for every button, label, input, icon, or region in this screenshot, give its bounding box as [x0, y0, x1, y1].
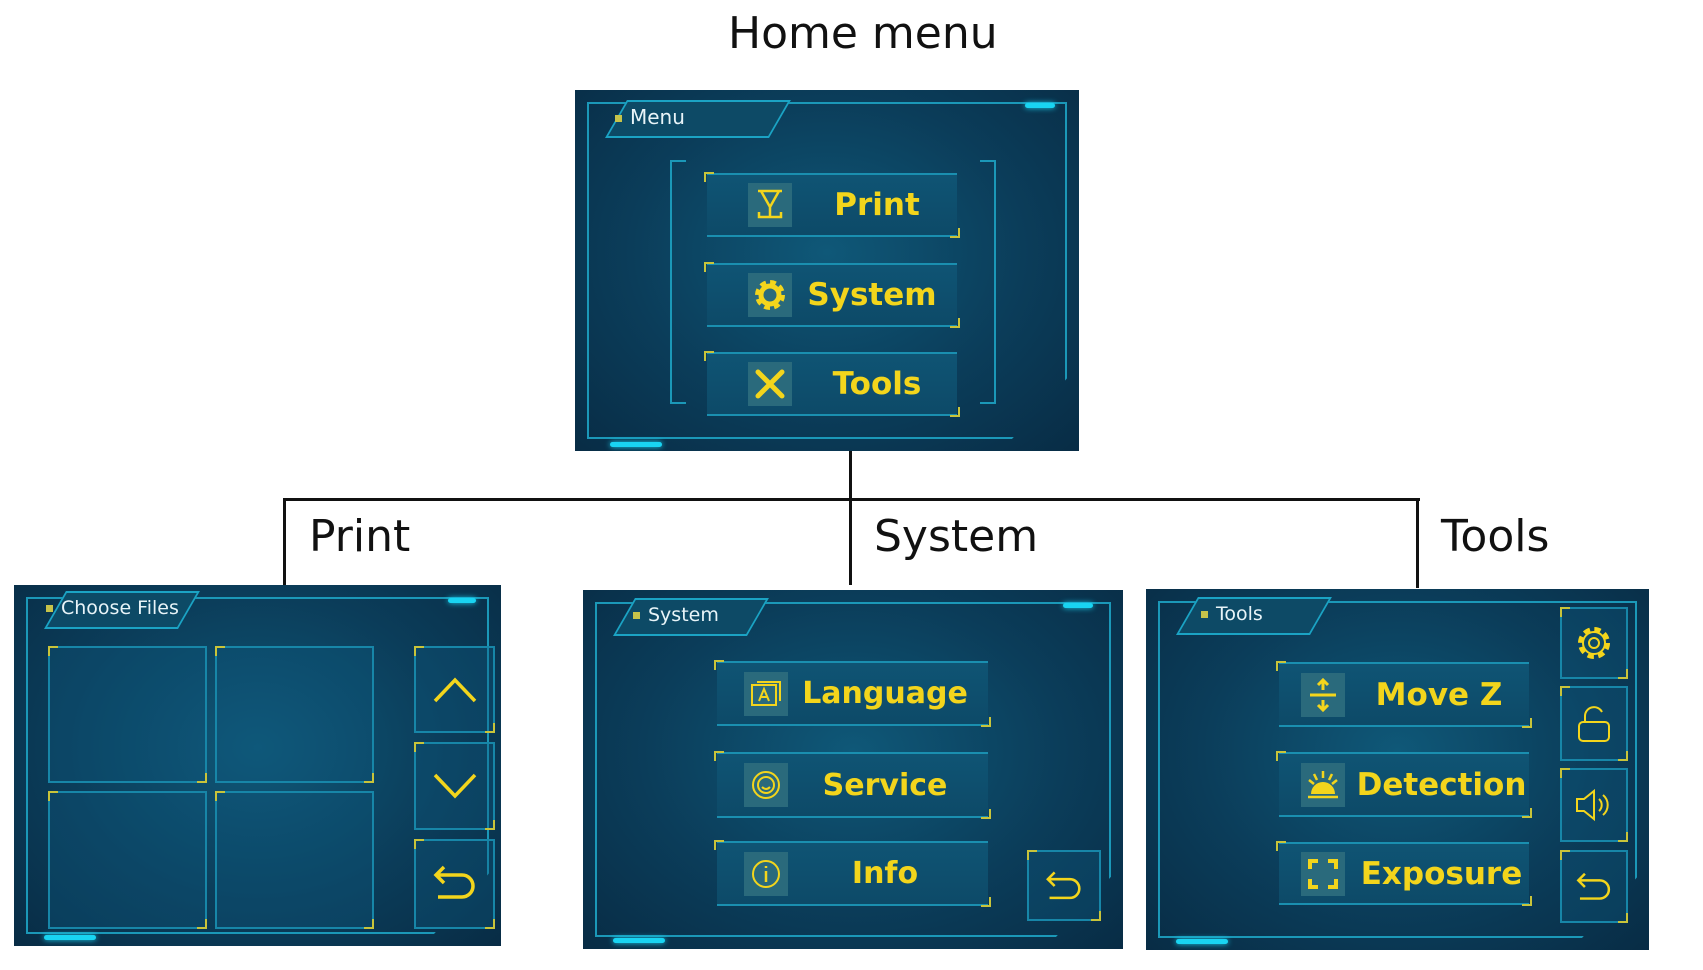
- connector-trunk: [849, 451, 852, 585]
- frame: [595, 602, 1111, 937]
- info-label: Info: [851, 856, 919, 891]
- connector-tools: [1416, 498, 1419, 588]
- back-button[interactable]: [1560, 850, 1628, 923]
- info-button[interactable]: Info: [714, 840, 991, 907]
- back-icon: [433, 865, 475, 899]
- frame: [26, 597, 489, 934]
- service-label: Service: [822, 767, 948, 803]
- screen-title: Choose Files: [46, 593, 179, 623]
- glow-bottom: [44, 935, 96, 940]
- file-slot[interactable]: [215, 791, 374, 929]
- settings-button[interactable]: [1560, 607, 1628, 679]
- home-menu-screen: Menu Print System Tools: [575, 90, 1079, 451]
- move-z-icon: [1301, 672, 1345, 717]
- frame: [1158, 601, 1637, 938]
- print-screen: Choose Files: [14, 585, 501, 946]
- detection-button[interactable]: Detection: [1276, 751, 1532, 818]
- file-slot[interactable]: [215, 646, 374, 783]
- screen-title: Menu: [615, 102, 685, 132]
- file-slot[interactable]: [48, 646, 207, 783]
- connector-bar: [283, 498, 1420, 501]
- branch-label-print: Print: [309, 511, 411, 562]
- exposure-label: Exposure: [1360, 855, 1523, 892]
- back-button[interactable]: [1027, 850, 1101, 921]
- left-bracket: [670, 160, 686, 404]
- detection-icon: [1301, 762, 1345, 807]
- exposure-button[interactable]: Exposure: [1276, 841, 1532, 906]
- unlock-icon: [1578, 705, 1610, 742]
- exposure-icon: [1301, 851, 1345, 896]
- branch-label-system: System: [874, 511, 1039, 562]
- file-slot[interactable]: [48, 791, 207, 929]
- language-icon: [744, 671, 788, 716]
- back-icon: [1576, 872, 1611, 900]
- tools-icon: [748, 362, 792, 406]
- sound-button[interactable]: [1560, 768, 1628, 842]
- move-z-button[interactable]: Move Z: [1276, 661, 1532, 728]
- print-label: Print: [834, 187, 920, 223]
- branch-label-tools: Tools: [1441, 511, 1550, 562]
- screen-title: Tools: [1201, 599, 1263, 629]
- system-screen: System Language Service Info: [583, 590, 1123, 949]
- print-button[interactable]: Print: [704, 172, 960, 238]
- glow-bottom: [1176, 939, 1228, 944]
- connector-print: [283, 498, 286, 586]
- screen-title: System: [633, 600, 719, 630]
- page-up-button[interactable]: [414, 646, 495, 733]
- frame: [587, 102, 1067, 439]
- tools-button[interactable]: Tools: [704, 351, 960, 417]
- unlock-button[interactable]: [1560, 686, 1628, 761]
- gear-icon: [1578, 627, 1610, 659]
- service-button[interactable]: Service: [714, 751, 991, 819]
- diagram-title: Home menu: [728, 8, 998, 59]
- glow-bottom: [610, 442, 662, 447]
- back-icon: [1046, 870, 1081, 899]
- system-label: System: [807, 277, 937, 313]
- up-arrow-icon: [433, 676, 476, 702]
- system-button[interactable]: System: [704, 262, 960, 328]
- down-arrow-icon: [433, 773, 476, 799]
- print-icon: [748, 183, 792, 227]
- glow-top: [448, 598, 476, 603]
- glow-bottom: [613, 938, 665, 943]
- right-bracket: [980, 160, 996, 404]
- tools-label: Tools: [832, 366, 922, 402]
- service-icon: [744, 763, 788, 807]
- glow-top: [1063, 603, 1093, 608]
- move-z-label: Move Z: [1375, 676, 1503, 713]
- glow-top: [1025, 103, 1055, 108]
- detection-label: Detection: [1356, 766, 1527, 803]
- back-button[interactable]: [414, 839, 495, 929]
- language-label: Language: [802, 676, 968, 711]
- page-down-button[interactable]: [414, 742, 495, 830]
- info-icon: [744, 851, 788, 896]
- language-button[interactable]: Language: [714, 660, 991, 727]
- speaker-icon: [1576, 788, 1609, 822]
- tools-screen: Tools Move Z Detection Exposure: [1146, 589, 1649, 950]
- gear-icon: [748, 273, 792, 317]
